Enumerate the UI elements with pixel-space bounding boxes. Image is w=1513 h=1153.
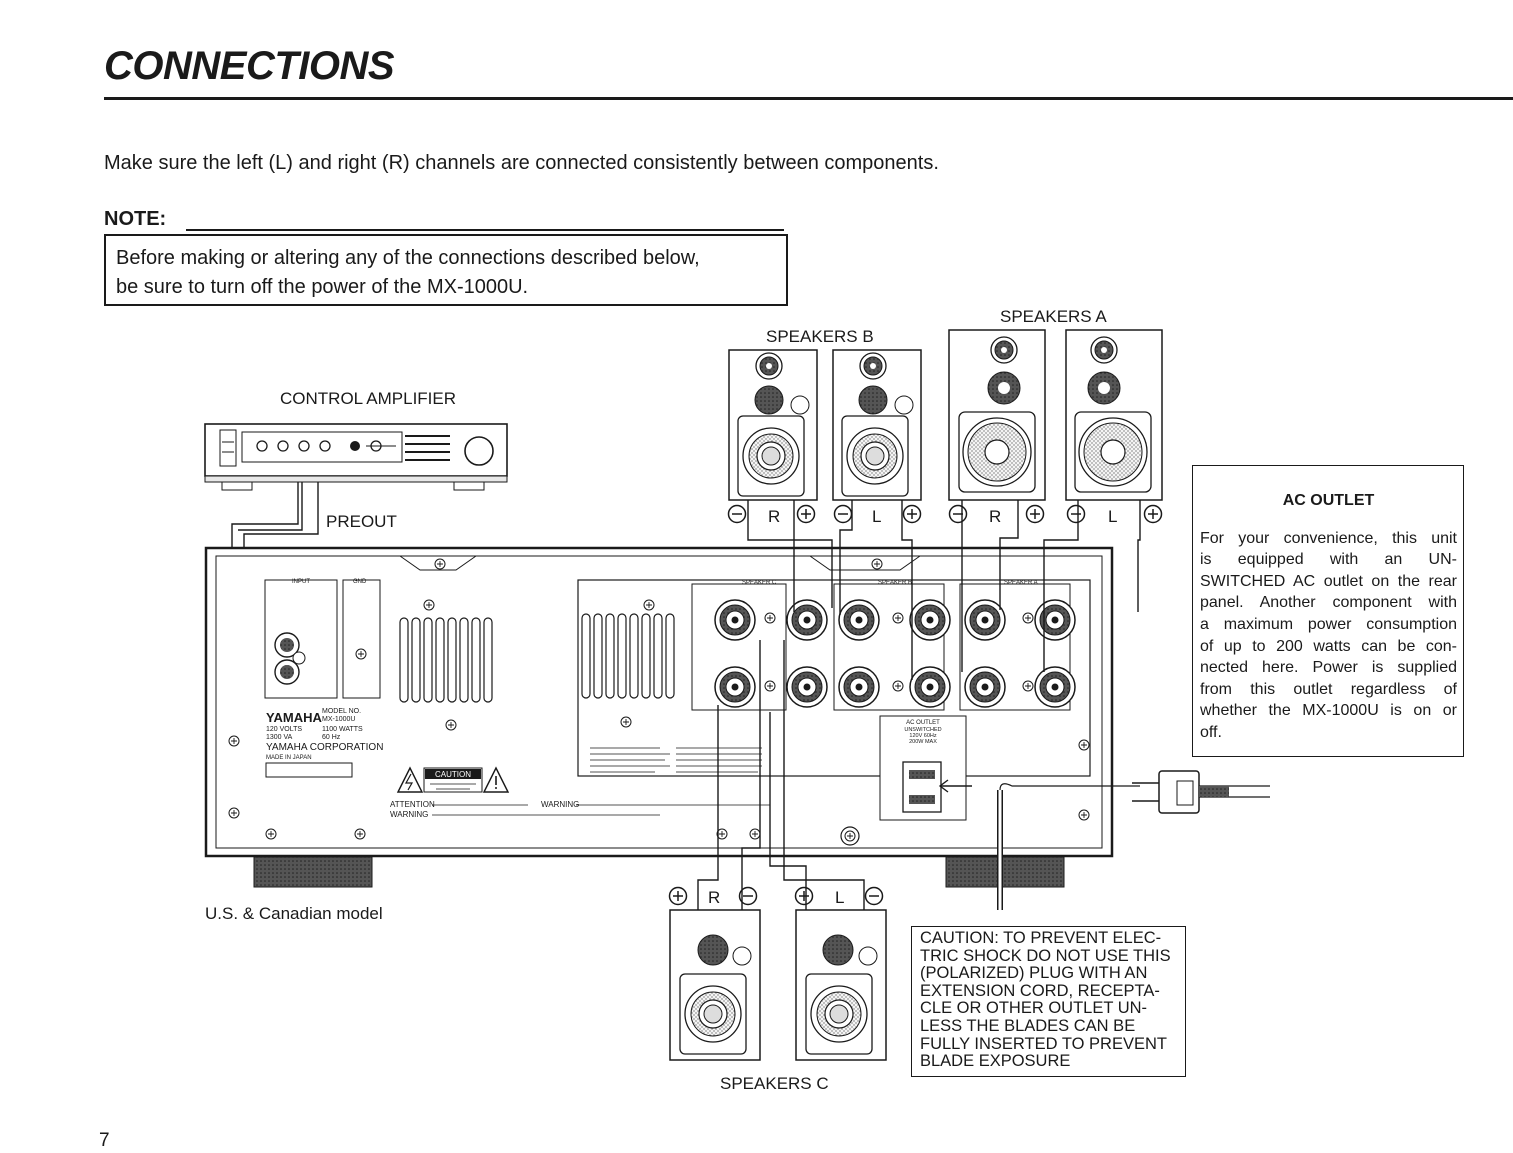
title-rule (104, 97, 1513, 100)
note-rule (186, 229, 784, 231)
caution-label: CAUTION (435, 770, 471, 779)
caution-line-8: BLADE EXPOSURE (920, 1052, 1071, 1071)
ac-outlet-line-6: of up to 200 watts can be con- (1200, 637, 1457, 655)
speakers-b-right-label: R (768, 507, 780, 526)
model-note: U.S. & Canadian model (205, 904, 383, 923)
panel-ac-outlet-label: AC OUTLET (906, 720, 940, 726)
note-line-1: Before making or altering any of the con… (116, 247, 700, 269)
note-line-2: be sure to turn off the power of the MX-… (116, 276, 529, 298)
made-in-label: MADE IN JAPAN (266, 755, 312, 761)
va-label: 1300 VA (266, 734, 293, 741)
speakers-a (948, 329, 1163, 501)
ac-outlet-line-4: panel. Another component with (1200, 594, 1457, 612)
input-label: INPUT (292, 579, 310, 585)
caution-line-6: LESS THE BLADES CAN BE (920, 1016, 1136, 1035)
speaker-cables (697, 500, 1141, 910)
note-label: NOTE: (104, 208, 167, 230)
speakers-c-right-label: R (708, 888, 720, 907)
ac-outlet-line-10: off. (1200, 723, 1222, 741)
caution-line-5: CLE OR OTHER OUTLET UN- (920, 999, 1148, 1018)
ac-outlet-line-8: from this outlet regardless of (1200, 680, 1457, 698)
caution-line-2: TRIC SHOCK DO NOT USE THIS (920, 946, 1171, 965)
speaker-a-panel-label: SPEAKER A (1004, 580, 1038, 586)
ac-outlet-line-5: a maximum power consumption (1200, 615, 1457, 633)
ac-outlet-line-9: whether the MX-1000U is on or (1200, 702, 1457, 720)
speaker-b-panel-label: SPEAKER B (878, 580, 912, 586)
model-label: MX-1000U (322, 716, 355, 723)
panel-ac-max-label: 200W MAX (909, 739, 937, 745)
attention-label: ATTENTION (390, 800, 435, 809)
caution-line-4: EXTENSION CORD, RECEPTA- (920, 981, 1160, 1000)
ac-outlet-line-7: nected here. Power is supplied (1200, 659, 1457, 677)
caution-line-1: CAUTION: TO PREVENT ELEC- (920, 929, 1162, 947)
speakers-a-left-label: L (1108, 507, 1117, 526)
note-box: Before making or altering any of the con… (104, 234, 788, 306)
warning-label-1: WARNING (541, 800, 579, 809)
ac-outlet-line-3: SWITCHED AC outlet on the rear (1200, 572, 1457, 590)
control-amplifier (204, 423, 508, 491)
watts-label: 1100 WATTS (322, 726, 363, 733)
speaker-c-panel-label: SPEAKER C (742, 580, 777, 586)
intro-text: Make sure the left (L) and right (R) cha… (104, 152, 939, 174)
control-amplifier-label: CONTROL AMPLIFIER (280, 389, 457, 408)
corporation-label: YAMAHA CORPORATION (266, 742, 383, 753)
ac-outlet-line-1: For your convenience, this unit (1200, 529, 1457, 547)
ac-outlet-info-box: AC OUTLET For your convenience, this uni… (1192, 465, 1464, 757)
caution-box: CAUTION: TO PREVENT ELEC- TRIC SHOCK DO … (911, 926, 1186, 1077)
ac-outlet-title: AC OUTLET (1282, 492, 1375, 509)
speakers-a-right-label: R (989, 507, 1001, 526)
ac-plug-icon (938, 770, 1270, 910)
ac-outlet-line-2: is equipped with an UN- (1200, 551, 1457, 569)
power-amplifier-rear-panel: INPUT GND YAMAHA MODEL N (204, 546, 1114, 888)
warning-label-2: WARNING (390, 810, 428, 819)
page-title: CONNECTIONS (104, 44, 395, 88)
speakers-c-left-label: L (835, 888, 844, 907)
page-number: 7 (99, 1130, 110, 1151)
speakers-a-label: SPEAKERS A (1000, 307, 1107, 326)
caution-line-7: FULLY INSERTED TO PREVENT (920, 1034, 1167, 1053)
model-no-label: MODEL NO. (322, 708, 361, 715)
speakers-c (669, 909, 887, 1061)
speakers-b (728, 349, 922, 501)
panel-unswitched-label: UNSWITCHED (904, 727, 941, 733)
gnd-label: GND (353, 579, 367, 585)
ac-outlet-text: For your convenience, this unit is equip… (1200, 528, 1457, 744)
panel-ac-spec-label: 120V 60Hz (909, 733, 936, 739)
volts-label: 120 VOLTS (266, 726, 302, 733)
brand-label: YAMAHA (266, 710, 322, 725)
speakers-b-left-label: L (872, 507, 881, 526)
warning-triangle-icon (396, 766, 510, 793)
speakers-c-label: SPEAKERS C (720, 1074, 829, 1093)
speakers-b-label: SPEAKERS B (766, 327, 874, 346)
preout-label: PREOUT (326, 512, 397, 531)
caution-line-3: (POLARIZED) PLUG WITH AN (920, 964, 1148, 983)
hz-label: 60 Hz (322, 734, 341, 741)
